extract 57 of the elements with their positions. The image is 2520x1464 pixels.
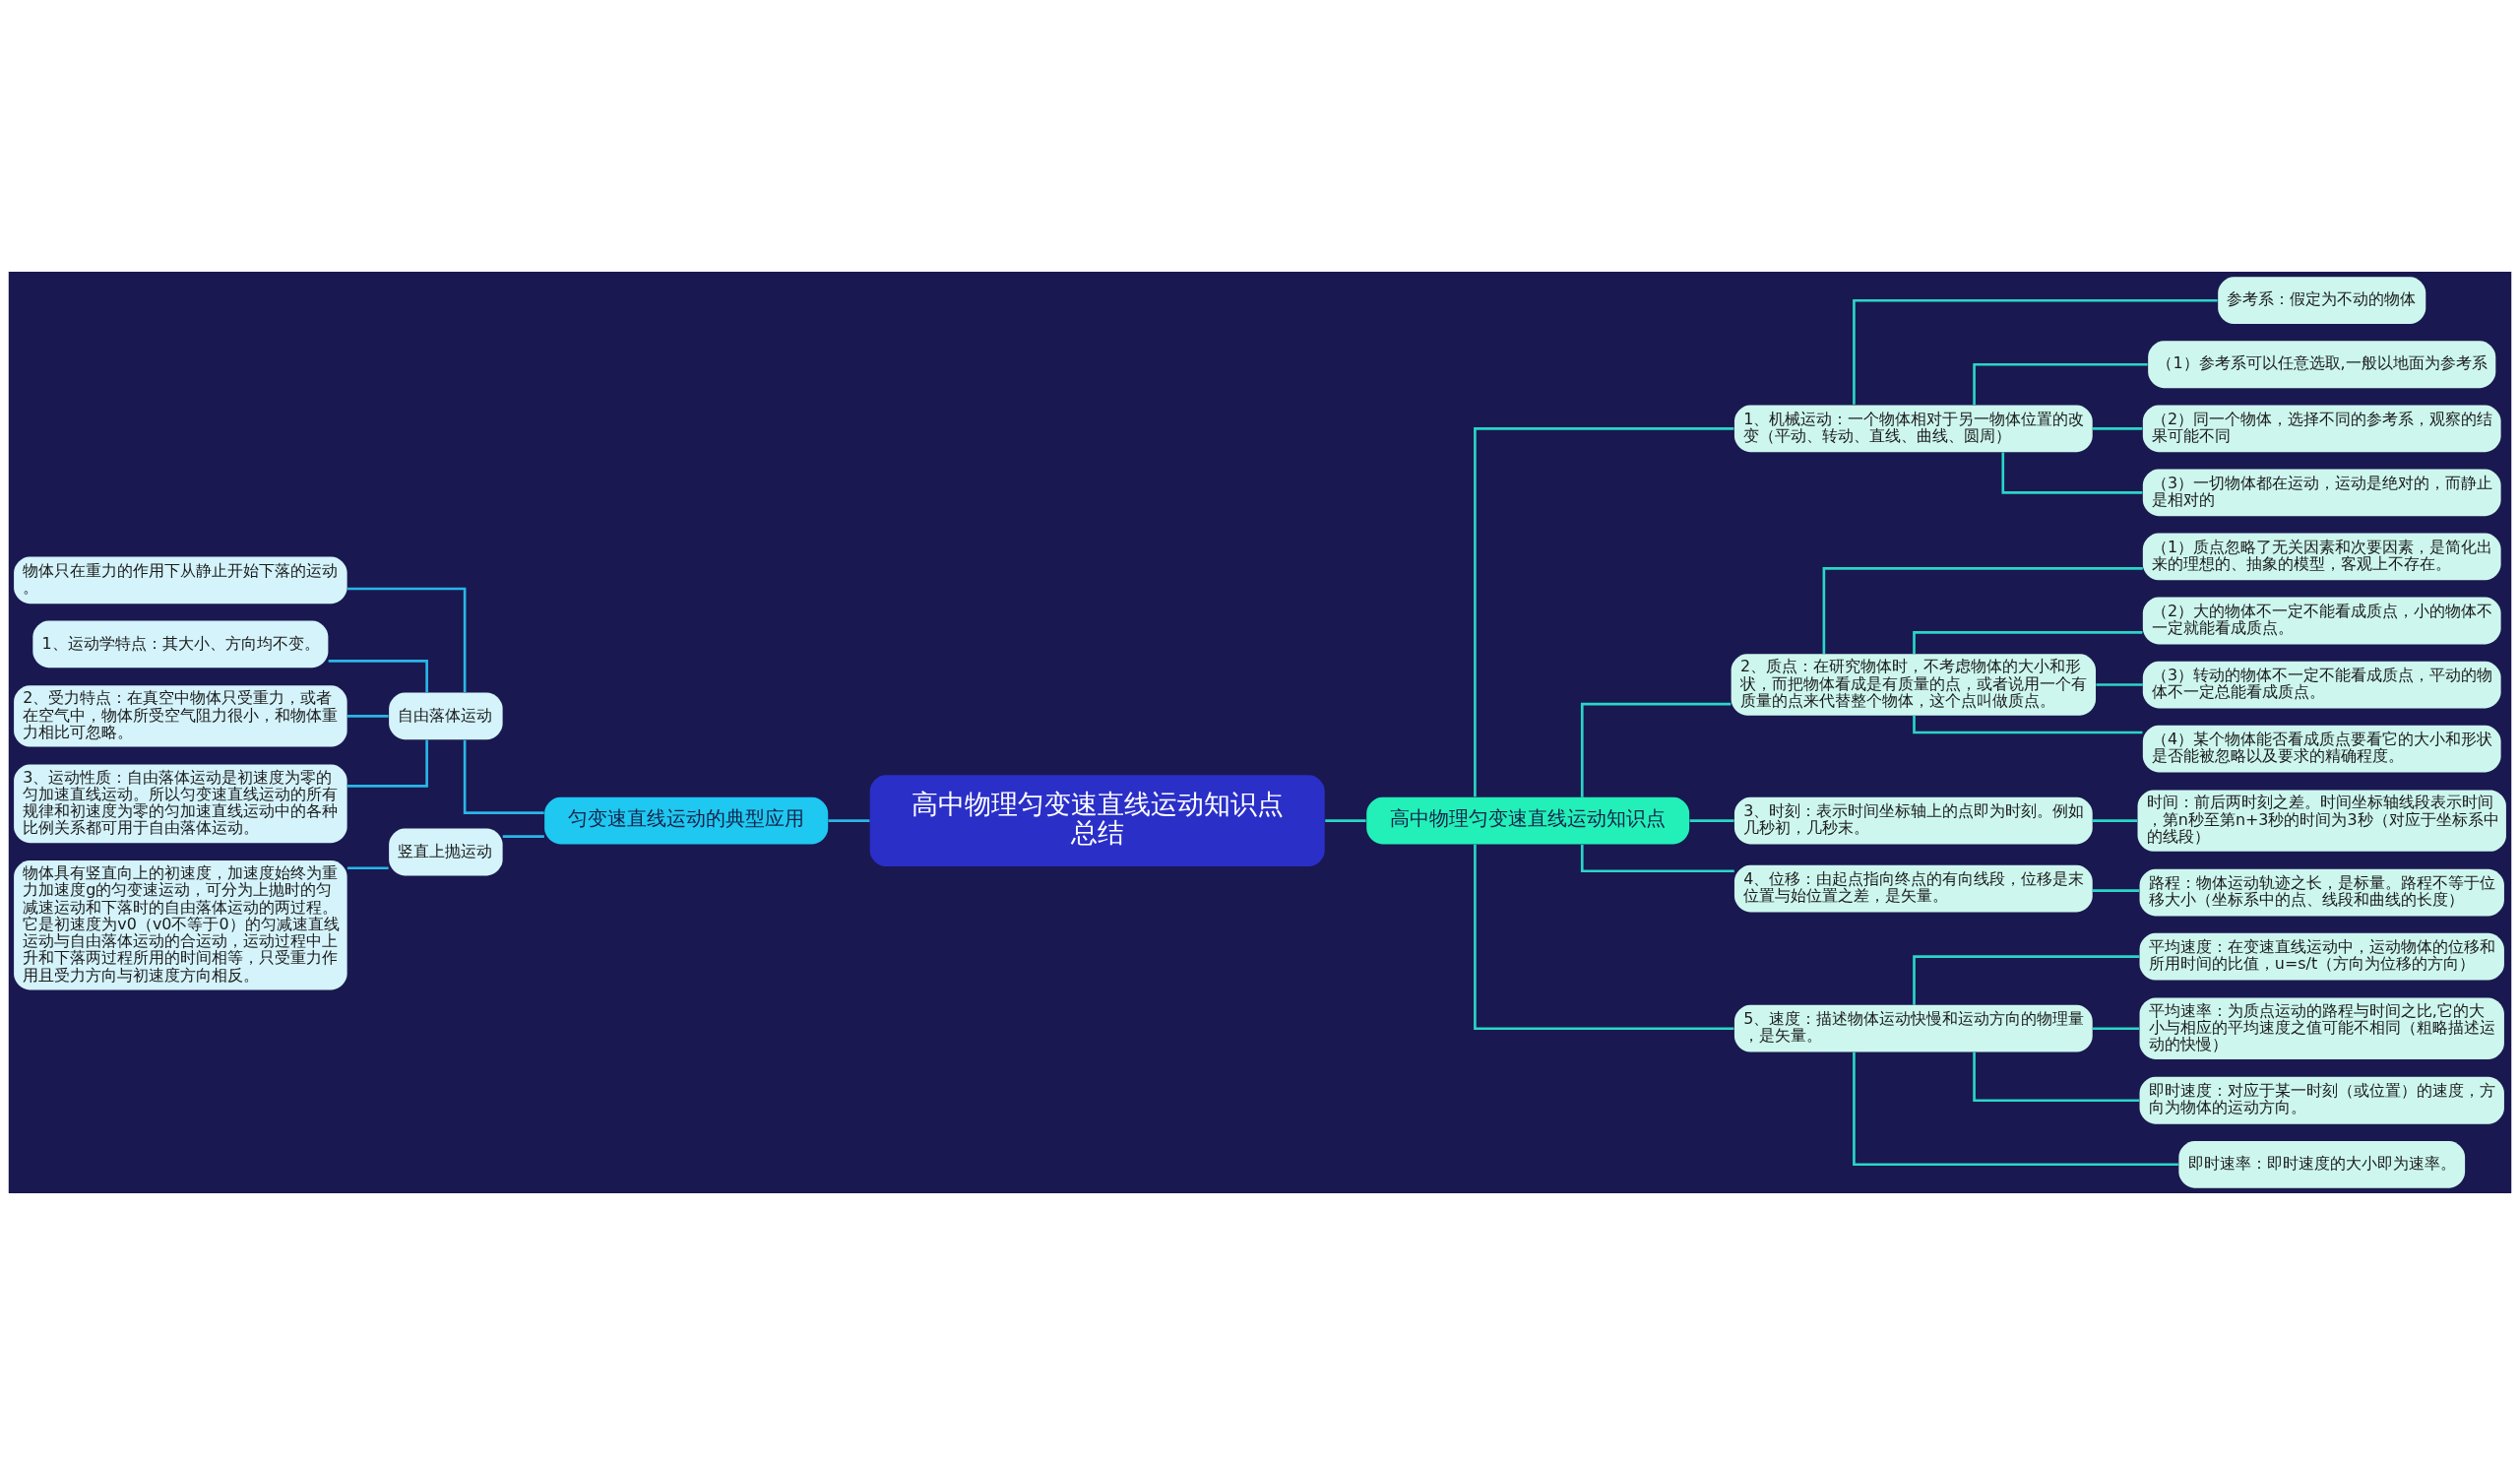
connector — [2092, 888, 2140, 892]
node-box: 4、位移：由起点指向终点的有向线段，位移是末位置与始位置之差，是矢量。 — [1733, 864, 2093, 913]
connector — [328, 659, 428, 692]
connector — [1822, 566, 2143, 654]
connector — [502, 834, 544, 838]
connector — [346, 865, 389, 869]
connector — [828, 818, 870, 822]
connector — [1474, 426, 1734, 796]
node-box: （2）同一个物体，选择不同的参考系，观察的结果可能不同 — [2142, 404, 2501, 452]
node-box: 物体具有竖直向上的初速度，加速度始终为重力加速度g的匀变速运动，可分为上抛时的匀减速运动和下落时的自由落体运动的两过程。它是初速度为v0（v0不等于0）的匀减速直线运动与自由落体运动的合运动，运动过程中上升和下落两过程所用的时间相等，只受重力作用且受力方向与初速度方向相反。 — [14, 859, 347, 990]
connector — [1474, 844, 1734, 1030]
connector — [1689, 818, 1734, 822]
node-box: （3）一切物体都在运动，运动是绝对的，而静止是相对的 — [2142, 469, 2501, 516]
node-box: 平均速率：为质点运动的路程与时间之比,它的大小与相应的平均速度之值可能不相同（粗略描述运动的快慢） — [2139, 997, 2504, 1059]
node-box: 竖直上抛运动 — [389, 828, 503, 875]
connector — [1973, 1051, 2140, 1102]
connector — [2092, 818, 2138, 822]
node-box: 参考系：假定为不动的物体 — [2218, 276, 2426, 324]
connector — [463, 739, 544, 814]
node-box: 5、速度：描述物体运动快慢和运动方向的物理量，是矢量。 — [1733, 1004, 2093, 1052]
node-box: 即时速率：即时速度的大小即为速率。 — [2178, 1140, 2466, 1188]
node-box: 物体只在重力的作用下从静止开始下落的运动。 — [14, 555, 347, 604]
connector — [1853, 1051, 2178, 1166]
node-box: （4）某个物体能否看成质点要看它的大小和形状是否能被忽略以及要求的精确程度。 — [2142, 725, 2501, 772]
node-box: （1）质点忽略了无关因素和次要因素，是简化出来的理想的、抽象的模型，客观上不存在。 — [2142, 533, 2501, 580]
node-box: （2）大的物体不一定不能看成质点，小的物体不一定就能看成质点。 — [2142, 597, 2501, 644]
node-box: 时间：前后两时刻之差。时间坐标轴线段表示时间，第n秒至第n+3秒的时间为3秒（对应于坐标系中的线段） — [2137, 789, 2506, 852]
node-box: 即时速度：对应于某一时刻（或位置）的速度，方向为物体的运动方向。 — [2139, 1076, 2504, 1124]
connector — [1580, 702, 1732, 797]
node-box: 2、质点：在研究物体时，不考虑物体的大小和形状，而把物体看成是有质量的点，或者说用一个有质量的点来代替整个物体，这个点叫做质点。 — [1731, 653, 2097, 716]
node-box: 3、时刻：表示时间坐标轴上的点即为时刻。例如几秒初，几秒末。 — [1733, 796, 2093, 844]
connector — [346, 714, 389, 718]
node-box: 高中物理匀变速直线运动知识点 — [1366, 796, 1690, 844]
connector — [1913, 715, 2143, 733]
node-box: 自由落体运动 — [389, 692, 503, 739]
node-box: 1、机械运动：一个物体相对于另一物体位置的改变（平动、转动、直线、曲线、圆周） — [1733, 404, 2093, 452]
connector — [347, 587, 467, 692]
connector — [346, 738, 428, 788]
connector — [1913, 630, 2143, 654]
node-box: 2、受力特点：在真空中物体只受重力，或者在空气中，物体所受空气阻力很小，和物体重力相比可忽略。 — [14, 684, 347, 747]
connector — [2092, 1026, 2140, 1030]
connector — [2092, 426, 2143, 430]
connector — [1580, 844, 1734, 872]
node-box: （1）参考系可以任意选取,一般以地面为参考系 — [2148, 340, 2496, 388]
node-box: 高中物理匀变速直线运动知识点总结 — [869, 774, 1325, 866]
connector — [2096, 682, 2143, 686]
connector — [2001, 452, 2143, 494]
connector — [1973, 362, 2148, 405]
node-box: （3）转动的物体不一定不能看成质点，平动的物体不一定总能看成质点。 — [2142, 661, 2501, 708]
connector — [1853, 298, 2218, 405]
node-box: 3、运动性质：自由落体运动是初速度为零的匀加速直线运动。所以匀变速直线运动的所有规律和初速度为零的匀加速直线运动中的各种比例关系都可用于自由落体运动。 — [14, 764, 347, 843]
connector — [1325, 818, 1366, 822]
node-box: 路程：物体运动轨迹之长，是标量。路程不等于位移大小（坐标系中的点、线段和曲线的长度） — [2139, 868, 2504, 917]
connector — [1913, 954, 2140, 1005]
node-box: 1、运动学特点：其大小、方向均不变。 — [32, 620, 329, 668]
node-box: 平均速度：在变速直线运动中，运动物体的位移和所用时间的比值，u=s/t（方向为位移的方向） — [2139, 932, 2504, 981]
node-box: 匀变速直线运动的典型应用 — [544, 796, 829, 844]
